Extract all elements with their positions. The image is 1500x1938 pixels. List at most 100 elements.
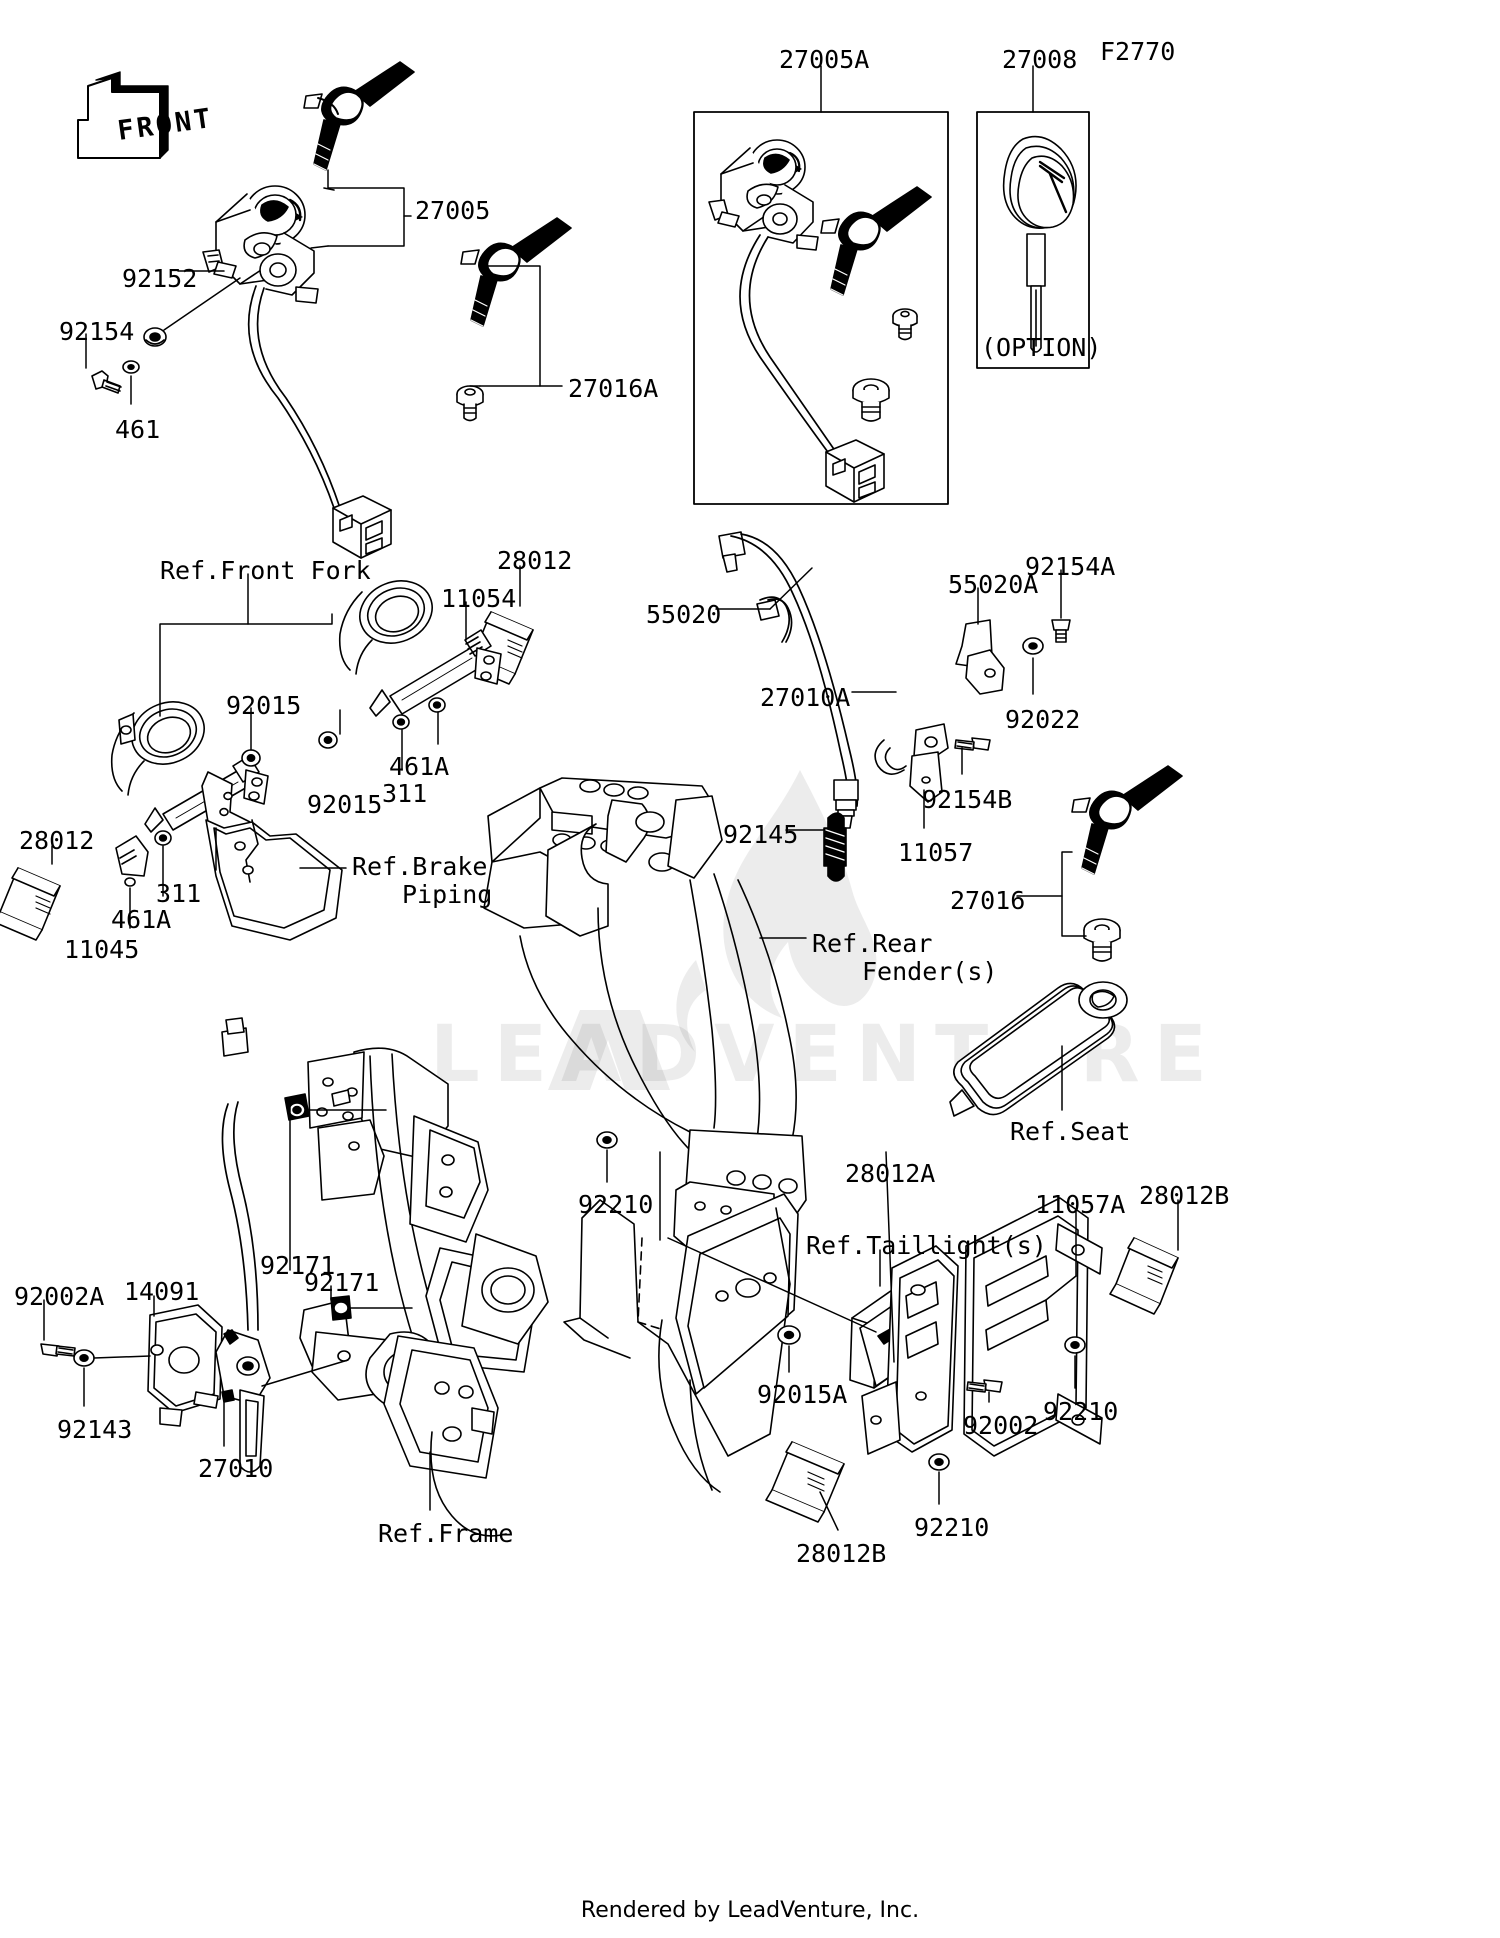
label-sheet-code: F2770: [1100, 37, 1176, 66]
label-28012-top: 28012: [497, 546, 573, 575]
label-27005: 27005: [415, 196, 491, 225]
label-14091: 14091: [124, 1277, 200, 1306]
label-92171-a: 92171: [260, 1251, 336, 1280]
cover-14091: [147, 1304, 223, 1427]
sensor-rod-11054: [369, 629, 502, 717]
nut-92015-right: [318, 731, 338, 749]
label-28012B-top: 28012B: [1139, 1181, 1230, 1210]
label-461A-b: 461A: [111, 905, 172, 934]
label-ref-brake: Ref.Brake: [352, 852, 488, 881]
label-92154B: 92154B: [922, 785, 1013, 814]
label-92210-c: 92210: [914, 1513, 990, 1542]
label-ref-seat: Ref.Seat: [1010, 1117, 1131, 1146]
label-461A-a: 461A: [389, 752, 450, 781]
lock-cap-27016A: [456, 385, 484, 422]
label-92002A: 92002A: [14, 1282, 105, 1311]
frame-assembly: [299, 1047, 549, 1537]
label-11054: 11054: [441, 584, 517, 613]
label-28012-left: 28012: [19, 826, 95, 855]
nut-461A-left: [154, 830, 172, 846]
label-ref-rear-fender-2: Fender(s): [862, 957, 998, 986]
option-key-27008: [1002, 135, 1077, 353]
label-55020A: 55020A: [948, 570, 1039, 599]
bracket-11057: [874, 723, 949, 803]
nut-92210-fender: [596, 1131, 618, 1149]
seat-assembly: [949, 981, 1128, 1117]
label-27010: 27010: [198, 1454, 274, 1483]
label-92145: 92145: [723, 820, 799, 849]
nut-461A-right: [428, 697, 446, 713]
brake-light-switch-harness-27010A: [718, 531, 859, 829]
ignition-switch-27005: [202, 185, 392, 559]
label-92171-b: 92171: [304, 1268, 380, 1297]
label-ref-frame: Ref.Frame: [378, 1519, 514, 1548]
ignition-switch-27010: [215, 1017, 271, 1473]
nut-311-right: [392, 714, 410, 730]
label-92154A: 92154A: [1025, 552, 1116, 581]
key-pair-27005: [303, 59, 415, 191]
lock-cap-27016: [1083, 918, 1121, 962]
bolt-92002A: [40, 1343, 76, 1357]
reflector-28012-left: [0, 867, 61, 941]
plate-28012B-bottom: [765, 1441, 845, 1523]
label-92002: 92002: [963, 1411, 1039, 1440]
label-92022: 92022: [1005, 705, 1081, 734]
label-28012B-bot: 28012B: [796, 1539, 887, 1568]
label-27016: 27016: [950, 886, 1026, 915]
label-11057A: 11057A: [1035, 1190, 1126, 1219]
label-27005A: 27005A: [779, 45, 870, 74]
label-ref-rear-fender: Ref.Rear: [812, 929, 933, 958]
license-plate-bracket-11057A: [861, 1245, 959, 1455]
footer-credit: Rendered by LeadVenture, Inc.: [580, 1898, 920, 1923]
label-92210-b: 92210: [1043, 1397, 1119, 1426]
bolt-92154B: [954, 737, 991, 751]
label-311-a: 311: [382, 779, 428, 808]
washer-92143: [73, 1349, 95, 1367]
label-ref-brake-2: Piping: [402, 880, 493, 909]
nut-92210-right: [1064, 1336, 1086, 1354]
label-55020: 55020: [646, 600, 722, 629]
grommet-92152: [143, 327, 167, 347]
brake-piping-bracket: [201, 771, 343, 941]
clamp-92171-lower: [330, 1295, 352, 1321]
label-92152: 92152: [122, 264, 198, 293]
fork-tube-left: [110, 701, 205, 796]
washer-bolt-92154: [91, 360, 140, 394]
lock-cap-large-27005A: [852, 378, 890, 422]
plate-28012B-top: [1109, 1237, 1179, 1315]
clamp-92171-upper: [284, 1093, 310, 1121]
front-arrow-marker: FRONT: [77, 71, 215, 159]
label-92015-b: 92015: [307, 790, 383, 819]
washer-92015A: [777, 1325, 801, 1345]
label-311-b: 311: [156, 879, 202, 908]
label-92210-a: 92210: [578, 1190, 654, 1219]
fork-tube-right: [338, 580, 433, 675]
label-11057: 11057: [898, 838, 974, 867]
label-92143: 92143: [57, 1415, 133, 1444]
nut-92210-mid: [928, 1453, 950, 1471]
label-ref-taillight: Ref.Taillight(s): [806, 1231, 1047, 1260]
label-11045: 11045: [64, 935, 140, 964]
label-92015-a: 92015: [226, 691, 302, 720]
bracket-55020A: [955, 619, 1005, 695]
label-ref-front-fork: Ref.Front Fork: [160, 556, 371, 585]
lock-cap-small-27005A: [892, 308, 918, 341]
bolt-92154A: [1051, 619, 1071, 643]
key-27016A: [460, 215, 572, 327]
ignition-switch-27005A: [708, 139, 885, 503]
spring-92145: [823, 812, 847, 882]
key-pair-27005A: [820, 184, 932, 296]
label-27016A: 27016A: [568, 374, 659, 403]
label-27010A: 27010A: [760, 683, 851, 712]
label-92015A: 92015A: [757, 1380, 848, 1409]
washer-92022: [1022, 637, 1044, 655]
label-461: 461: [115, 415, 161, 444]
label-option: (OPTION): [981, 333, 1102, 362]
nut-92015-left: [241, 749, 261, 767]
key-27016: [1071, 763, 1183, 875]
label-28012A: 28012A: [845, 1159, 936, 1188]
rear-fender: [483, 777, 807, 1493]
bolt-92002: [966, 1379, 1003, 1393]
label-92154: 92154: [59, 317, 135, 346]
